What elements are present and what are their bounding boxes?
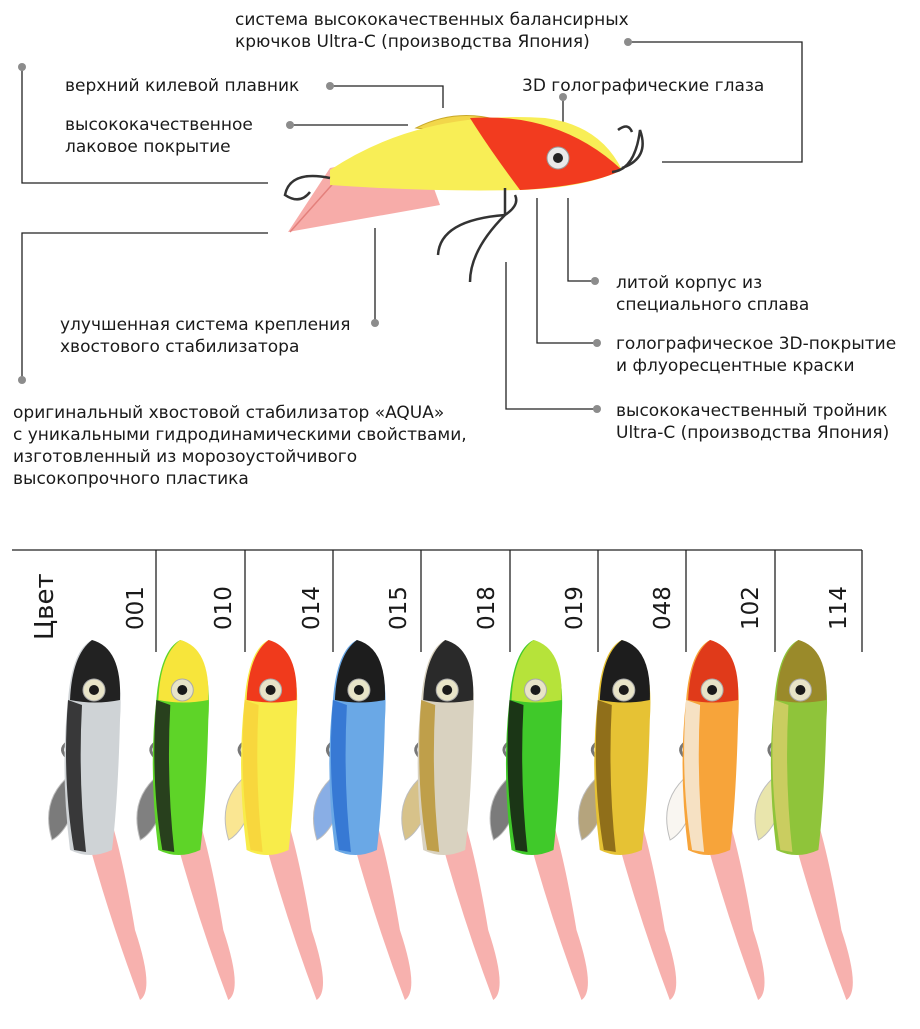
lure-variant — [224, 640, 324, 1000]
lure-variant — [401, 640, 500, 1000]
lure-variant — [313, 640, 412, 1000]
color-table-grid — [12, 549, 863, 652]
main-lure-illustration — [283, 115, 644, 283]
lure-variant — [48, 640, 147, 1000]
lure-variant — [489, 640, 588, 1000]
callout-stabilizer: оригинальный хвостовой стабилизатор «AQU… — [13, 403, 467, 489]
lure-variant — [754, 640, 853, 1000]
callout-dorsal-fin: верхний килевой плавник — [65, 76, 300, 96]
lure-variant — [136, 640, 235, 1000]
lure-variant — [666, 640, 765, 1000]
lure-variant — [577, 640, 677, 1000]
callout-eyes: 3D голографические глаза — [522, 76, 765, 96]
